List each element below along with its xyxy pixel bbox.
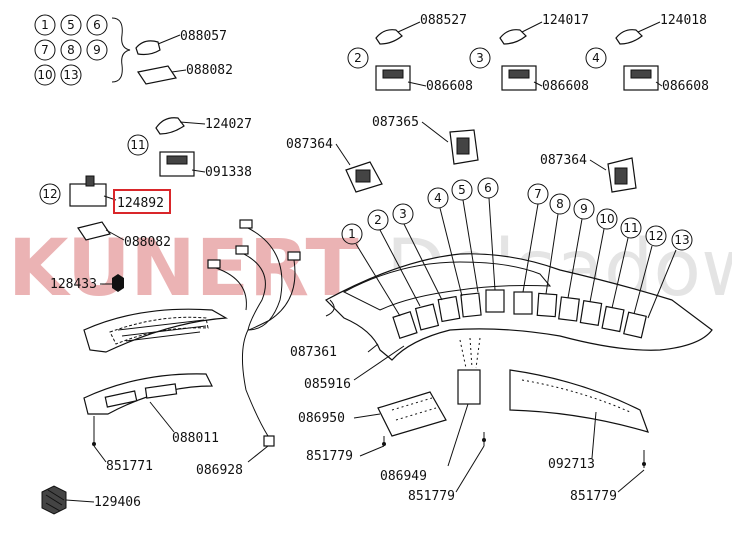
slot-callout-11: 11 [623,221,638,235]
callout-11: 11 [130,138,145,152]
label-124018: 124018 [660,13,707,28]
label-086949: 086949 [380,469,427,484]
switch-assembly-12: 12 124892 [39,175,171,214]
callout-5: 5 [67,18,75,32]
rocker-cap: 088057 [135,29,227,56]
slot-callout-12: 12 [648,229,663,243]
callout-9: 9 [93,43,101,57]
slot-callout-7: 7 [534,187,542,201]
label-086608-c: 086608 [662,79,709,94]
label-124892: 124892 [117,196,164,211]
label-086608-b: 086608 [542,79,589,94]
nut-128433: 128433 [50,274,124,292]
label-092713: 092713 [548,457,595,472]
switch-assembly-4: 4 124018 086608 [585,13,709,94]
callout-1: 1 [41,18,49,32]
highlight-box [113,189,171,214]
slot-callout-2: 2 [374,213,382,227]
slot-callout-10: 10 [599,212,614,226]
callout-3: 3 [476,51,484,65]
slot-callout-13: 13 [674,233,689,247]
label-088082-a: 088082 [186,63,233,78]
slot-callout-3: 3 [399,207,407,221]
watermark-brand: KUNERT [8,224,359,314]
label-086928: 086928 [196,463,243,478]
slot-callout-9: 9 [580,202,588,216]
label-plate-top: 088082 [137,63,233,85]
plate-086950: 086950 851779 [298,391,447,464]
dashboard-main: 087361 085916 [290,253,713,392]
switch-insert-087364-left: 087364 [286,137,383,193]
grille-panel [83,308,229,353]
plate-086949: 086949 851779 [380,337,486,504]
label-086950: 086950 [298,411,345,426]
label-085916: 085916 [304,377,351,392]
callout-group-top-left: 1 5 6 7 8 9 10 13 [34,14,131,86]
label-087365: 087365 [372,115,419,130]
callout-12: 12 [42,187,57,201]
callout-7: 7 [41,43,49,57]
slot-callout-8: 8 [556,197,564,211]
label-851779-a: 851779 [306,449,353,464]
switch-assembly-11: 11 124027 091338 [127,117,252,180]
label-087361: 087361 [290,345,337,360]
cube-129406: 129406 [41,485,141,515]
switch-slots [392,289,647,339]
label-087364-a: 087364 [286,137,333,152]
switch-insert-087364-right: 087364 [540,153,637,193]
label-851771: 851771 [106,459,153,474]
wiring-harness: 086928 [196,219,301,478]
label-plate-12: 088082 [77,221,171,250]
slot-callout-1: 1 [348,227,356,241]
curved-panel-092713: 092713 851779 [509,369,649,504]
slot-callout-5: 5 [458,183,466,197]
label-124027: 124027 [205,117,252,132]
lower-trim-panel: 088011 851771 [83,373,219,474]
callout-6: 6 [93,18,101,32]
label-088082-b: 088082 [124,235,171,250]
slot-callout-6: 6 [484,181,492,195]
callout-4: 4 [592,51,600,65]
switch-insert-087365: 087365 [372,115,479,165]
label-851779-c: 851779 [570,489,617,504]
label-088011: 088011 [172,431,219,446]
slot-callouts: 1 2 3 4 5 6 7 8 9 10 11 12 13 [341,177,693,319]
label-124017: 124017 [542,13,589,28]
label-129406: 129406 [94,495,141,510]
label-088527: 088527 [420,13,467,28]
label-091338: 091338 [205,165,252,180]
callout-10: 10 [37,68,52,82]
callout-13: 13 [63,68,78,82]
switch-assembly-2: 2 088527 086608 [347,13,473,94]
label-088057: 088057 [180,29,227,44]
callout-2: 2 [354,51,362,65]
label-087364-b: 087364 [540,153,587,168]
callout-8: 8 [67,43,75,57]
label-086608-a: 086608 [426,79,473,94]
label-851779-b: 851779 [408,489,455,504]
slot-callout-4: 4 [434,191,442,205]
switch-assembly-3: 3 124017 086608 [469,13,589,94]
label-128433: 128433 [50,277,97,292]
